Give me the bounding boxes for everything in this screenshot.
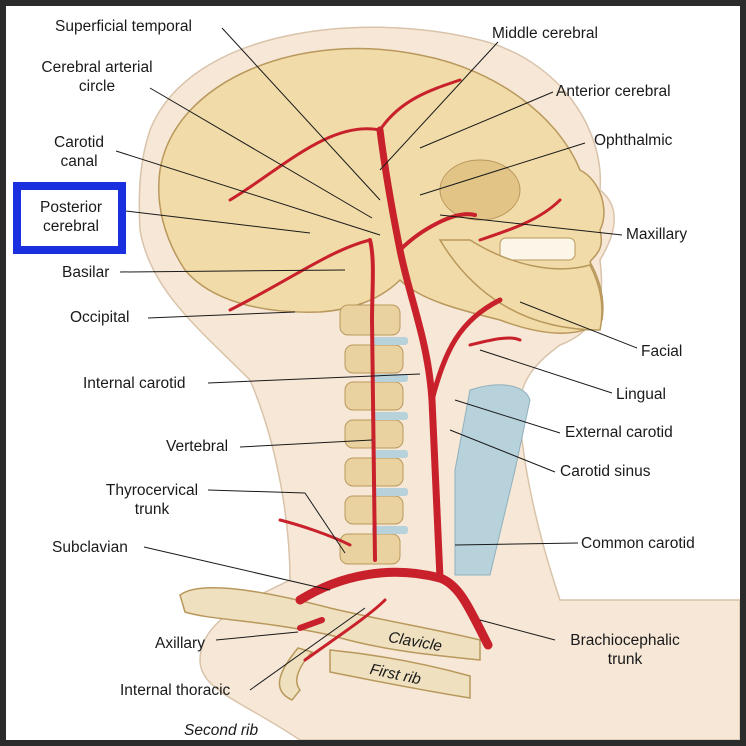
label-middle-cerebral: Middle cerebral: [492, 25, 598, 42]
label-axillary: Axillary: [155, 635, 205, 652]
label-ophthalmic: Ophthalmic: [594, 132, 673, 149]
leader-lines: [115, 27, 638, 691]
arteries: [228, 78, 562, 662]
anatomy-illustration: [115, 26, 740, 740]
label-posterior-cerebral-line2: cerebral: [43, 218, 99, 235]
highlight-box: [13, 182, 126, 254]
clavicle-bone: [179, 587, 481, 661]
larynx-trachea: [454, 384, 531, 576]
orbit: [439, 159, 521, 221]
label-carotid-sinus: Carotid sinus: [560, 463, 651, 480]
label-internal-thoracic: Internal thoracic: [120, 682, 231, 699]
label-internal-carotid: Internal carotid: [83, 375, 186, 392]
label-facial: Facial: [641, 343, 683, 360]
label-external-carotid: External carotid: [565, 424, 673, 441]
mandible: [438, 239, 603, 331]
figure-canvas: [6, 6, 740, 740]
label-basilar: Basilar: [62, 264, 110, 281]
label-lingual: Lingual: [616, 386, 666, 403]
label-second-rib: Second rib: [184, 722, 259, 739]
intervertebral-discs: [372, 337, 408, 534]
label-carotid-canal-line2: canal: [60, 153, 98, 170]
label-brachiocephalic-trunk-line2: trunk: [607, 651, 643, 668]
label-cerebral-arterial-circle-line1: Cerebral arterial: [41, 59, 153, 76]
label-superficial-temporal: Superficial temporal: [55, 18, 192, 35]
label-carotid-canal-line1: Carotid: [54, 134, 104, 151]
label-vertebral: Vertebral: [166, 438, 229, 455]
label-thyrocervical-trunk-line2: trunk: [134, 501, 170, 518]
label-brachiocephalic-trunk-line1: Brachiocephalic: [570, 632, 680, 649]
label-occipital: Occipital: [70, 309, 130, 326]
upper-teeth: [499, 237, 576, 261]
label-thyrocervical-trunk-line1: Thyrocervical: [105, 482, 199, 499]
highlight-box-inner: [21, 190, 118, 246]
label-maxillary: Maxillary: [626, 226, 688, 243]
label-posterior-cerebral-line1: Posterior: [39, 199, 103, 216]
first-rib-bone: [329, 649, 471, 699]
label-common-carotid: Common carotid: [581, 535, 695, 552]
label-cerebral-arterial-circle-line2: circle: [78, 78, 116, 95]
label-subclavian: Subclavian: [52, 539, 128, 556]
label-anterior-cerebral: Anterior cerebral: [556, 83, 671, 100]
